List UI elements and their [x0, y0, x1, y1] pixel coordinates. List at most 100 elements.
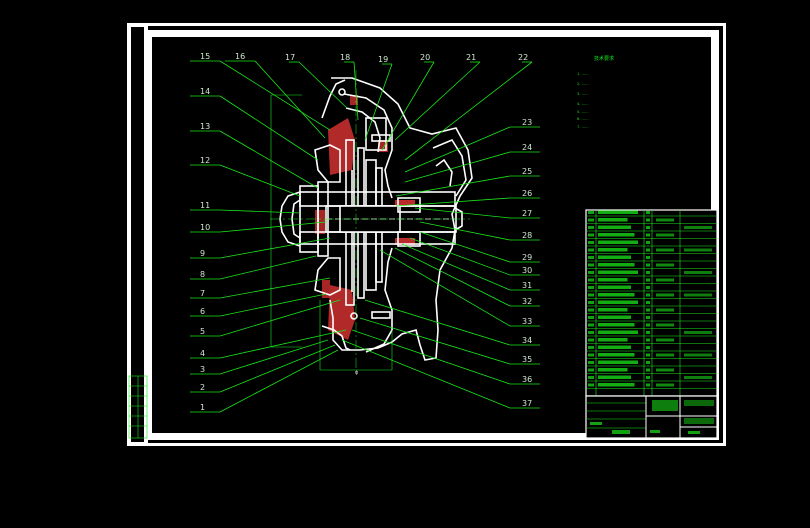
part-number: 27 [522, 209, 532, 218]
parts-cell-material [656, 323, 674, 327]
callout-36 [351, 329, 540, 385]
parts-cell-qty [646, 293, 650, 297]
part-number: 8 [200, 270, 205, 279]
parts-cell-qty [646, 331, 650, 334]
callout-21 [394, 61, 481, 141]
callout-28 [419, 221, 540, 241]
part-number: 21 [466, 53, 476, 62]
parts-cell-text [598, 278, 628, 282]
parts-cell-note [684, 248, 712, 252]
parts-cell-index [588, 263, 594, 267]
callout-9 [190, 237, 331, 259]
parts-list [585, 209, 718, 397]
parts-cell-material [656, 278, 674, 282]
callout-15 [190, 60, 331, 131]
parts-cell-qty [646, 263, 650, 267]
part-number: 2 [200, 383, 205, 392]
parts-cell-index [588, 241, 594, 244]
parts-cell-text [598, 360, 638, 364]
svg-text:ϕ: ϕ [355, 370, 359, 376]
callout-37 [341, 339, 540, 409]
callout-2 [190, 344, 336, 393]
parts-cell-qty [646, 376, 650, 379]
parts-cell-text [598, 353, 635, 357]
parts-cell-note [684, 376, 712, 379]
parts-cell-index [588, 368, 594, 372]
parts-cell-index [588, 383, 594, 387]
part-number: 20 [420, 53, 430, 62]
parts-cell-qty [646, 338, 650, 342]
part-number: 17 [285, 53, 295, 62]
callout-17 [289, 61, 348, 109]
part-number: 25 [522, 167, 532, 176]
left-stamp-table [128, 375, 148, 439]
part-number: 37 [522, 399, 532, 408]
parts-cell-qty [646, 226, 650, 229]
part-number: 36 [522, 375, 532, 384]
callout-25 [395, 175, 540, 197]
parts-cell-qty [646, 241, 650, 244]
callout-11 [190, 209, 301, 214]
part-number: 35 [522, 355, 532, 364]
part-number: 34 [522, 336, 532, 345]
clutch-assembly: ϕ [270, 70, 473, 376]
parts-cell-index [588, 331, 594, 334]
parts-cell-text [598, 218, 628, 222]
parts-cell-text [598, 330, 638, 334]
callout-32 [394, 247, 540, 307]
parts-cell-material [656, 353, 674, 357]
parts-cell-qty [646, 271, 650, 274]
part-number: 11 [200, 201, 210, 210]
parts-cell-material [656, 338, 674, 342]
part-number: 29 [522, 253, 532, 262]
callout-27 [414, 207, 540, 219]
technical-notes: 技术要求 1. …… 2. …… 3. …… 4. …… 5. …… 6. ……… [577, 55, 614, 129]
part-number: 4 [200, 349, 205, 358]
parts-cell-text [598, 368, 628, 372]
part-number: 31 [522, 281, 532, 290]
callout-19 [364, 63, 393, 141]
parts-cell-text [598, 338, 628, 342]
parts-cell-text [598, 285, 631, 289]
parts-cell-index [588, 248, 594, 252]
note-line: 3. …… [577, 92, 589, 96]
part-number: 30 [522, 266, 532, 275]
part-number: 14 [200, 87, 210, 96]
part-number: 15 [200, 52, 210, 61]
section-hatch [315, 95, 415, 340]
part-number: 1 [200, 403, 205, 412]
parts-cell-index [588, 226, 594, 229]
callout-18 [344, 61, 359, 121]
parts-cell-qty [646, 353, 650, 357]
part-number: 9 [200, 249, 205, 258]
parts-cell-material [656, 368, 674, 372]
callout-16 [225, 60, 326, 139]
parts-cell-text [598, 233, 635, 237]
parts-cell-text [598, 270, 638, 274]
parts-cell-note [684, 226, 712, 229]
parts-cell-material [656, 218, 674, 222]
callout-14 [190, 95, 319, 161]
callout-29 [419, 231, 540, 263]
part-number: 3 [200, 365, 205, 374]
callout-26 [395, 197, 540, 207]
callout-22 [404, 61, 533, 161]
parts-cell-index [588, 346, 594, 349]
part-number: 22 [518, 53, 528, 62]
notes-title: 技术要求 [594, 55, 614, 62]
parts-cell-text [598, 383, 635, 387]
parts-cell-index [588, 278, 594, 282]
parts-cell-text [598, 293, 635, 297]
parts-cell-material [656, 293, 674, 297]
parts-cell-index [588, 361, 594, 364]
parts-cell-text [598, 240, 638, 244]
parts-cell-index [588, 233, 594, 237]
parts-cell-qty [646, 323, 650, 327]
parts-cell-qty [646, 286, 650, 289]
callout-20 [381, 61, 435, 151]
parts-cell-material [656, 383, 674, 387]
parts-cell-material [656, 248, 674, 252]
parts-cell-text [598, 225, 631, 229]
